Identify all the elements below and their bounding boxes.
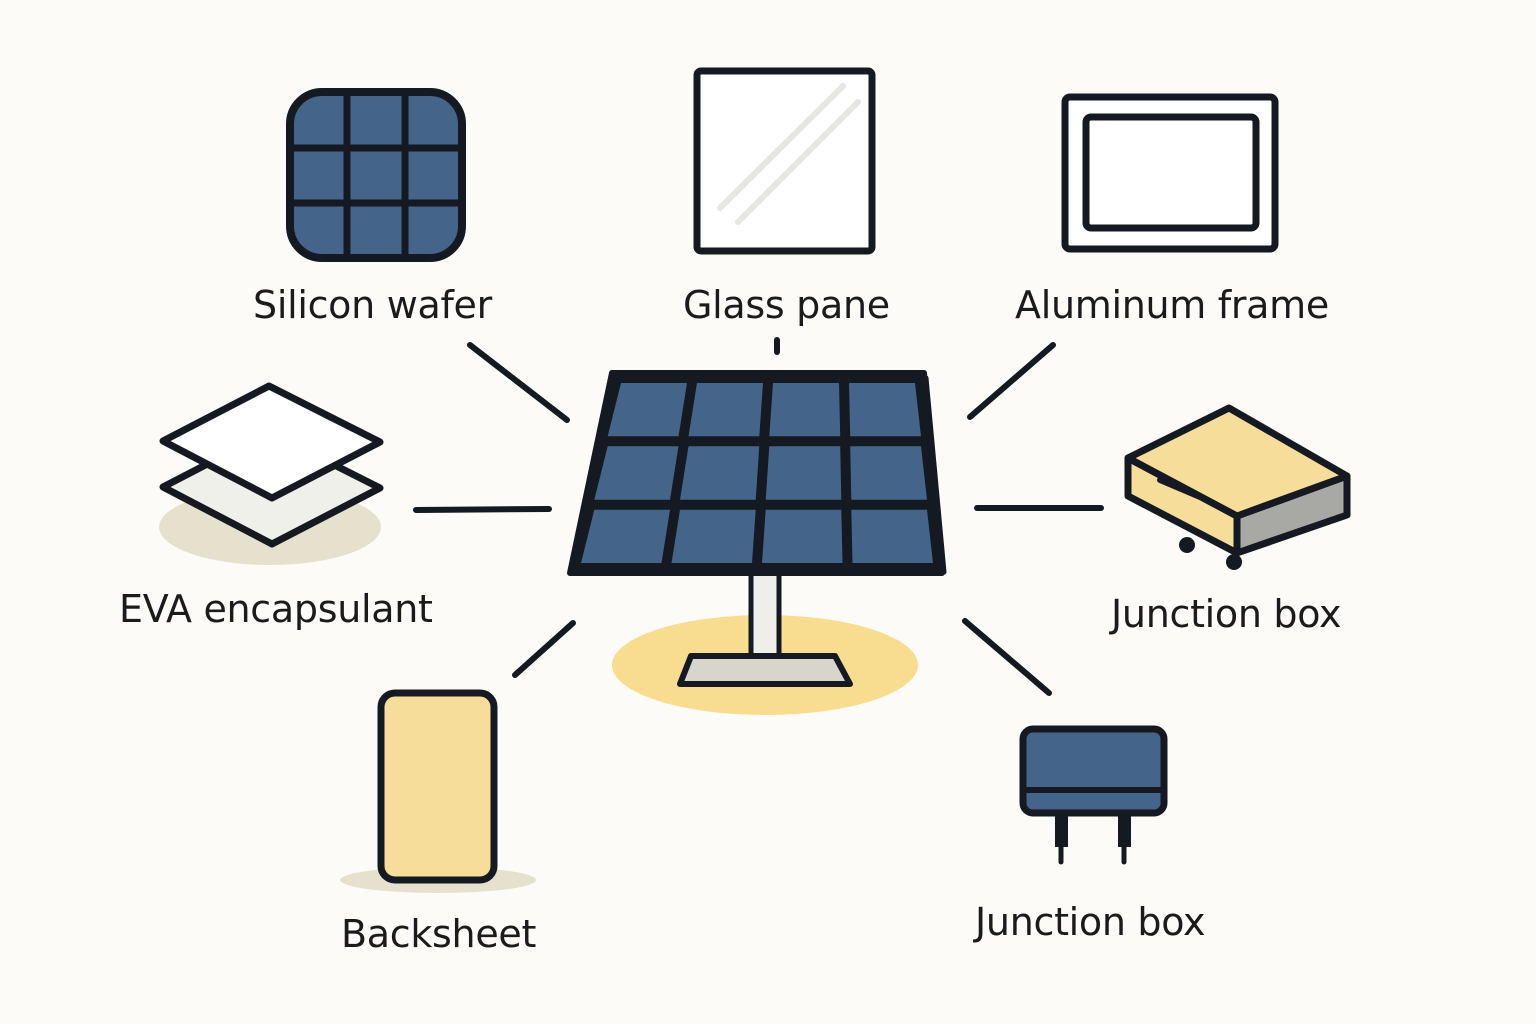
panel-cell [581, 510, 670, 563]
solar-panel-icon [570, 373, 944, 715]
label-silicon-wafer: Silicon wafer [253, 286, 492, 324]
connector-line-eva [416, 509, 549, 510]
label-eva-encapsulant: EVA encapsulant [119, 590, 433, 628]
panel-cell [769, 383, 840, 436]
panel-stand-base [680, 656, 850, 684]
panel-cell [766, 446, 842, 499]
label-junction-box-bottom: Junction box [975, 903, 1205, 941]
glass-pane-icon [697, 71, 872, 251]
connector-line-silicon-wafer [470, 345, 567, 420]
panel-cell [850, 446, 927, 499]
panel-cell [594, 446, 678, 499]
connector-box-icon [1023, 729, 1164, 862]
panel-cell [762, 510, 843, 563]
panel-cell [851, 510, 933, 563]
layered-sheets-icon [159, 386, 381, 565]
panel-cell [608, 383, 687, 436]
label-backsheet: Backsheet [341, 915, 536, 953]
wafer-grid-icon [290, 92, 462, 258]
sheet-icon [340, 693, 536, 893]
box-icon [1128, 408, 1347, 570]
panel-cell [680, 446, 759, 499]
panel-cell [672, 510, 756, 563]
panel-stand-pole [751, 572, 779, 656]
connector-line-backsheet [515, 623, 573, 675]
connector-line-junction-box-bottom [965, 621, 1049, 693]
panel-cell [689, 383, 764, 436]
panel-cell [849, 383, 921, 436]
label-aluminum-frame: Aluminum frame [1015, 286, 1329, 324]
label-junction-box-right: Junction box [1111, 595, 1341, 633]
label-glass-pane: Glass pane [683, 286, 890, 324]
connector-line-aluminum-frame [970, 345, 1053, 417]
frame-icon [1065, 97, 1275, 249]
